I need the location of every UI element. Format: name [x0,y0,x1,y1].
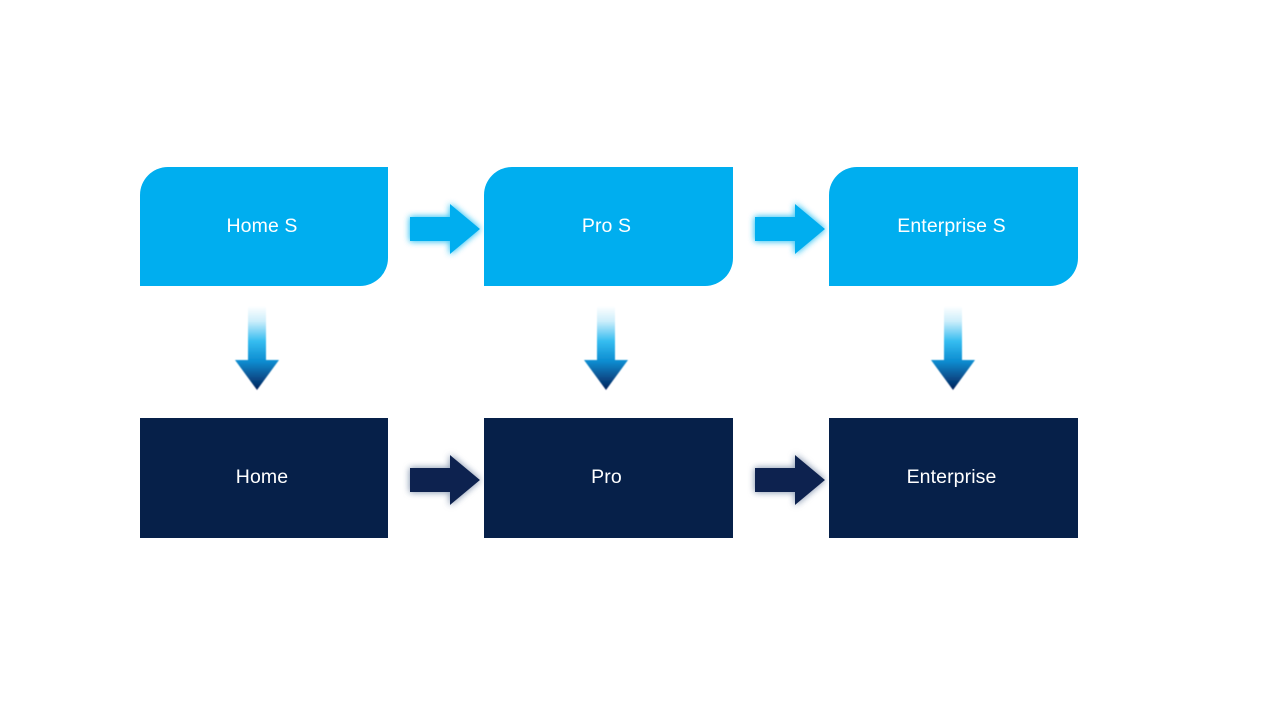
arrow-down-icon-pro-s-to-pro [583,306,629,390]
node-pro-s[interactable]: Pro S [484,167,733,286]
node-home[interactable]: Home [140,418,388,538]
arrow-right-icon-pro-to-enterprise [755,454,825,506]
node-label: Enterprise S [897,214,1006,237]
node-pro[interactable]: Pro [484,418,733,538]
arrow-right-icon-pro-s-to-enterprise-s [755,203,825,255]
node-enterprise[interactable]: Enterprise [829,418,1078,538]
arrow-right-icon-home-to-pro [410,454,480,506]
node-label: Pro [591,466,622,489]
node-label: Home S [226,214,298,237]
node-label: Enterprise [906,466,997,489]
node-label: Pro S [581,214,632,237]
node-enterprise-s[interactable]: Enterprise S [829,167,1078,286]
arrow-down-icon-home-s-to-home [234,306,280,390]
arrow-down-icon-enterprise-s-to-enterprise [930,306,976,390]
node-label: Home [235,466,289,489]
node-home-s[interactable]: Home S [140,167,388,286]
arrow-right-icon-home-s-to-pro-s [410,203,480,255]
